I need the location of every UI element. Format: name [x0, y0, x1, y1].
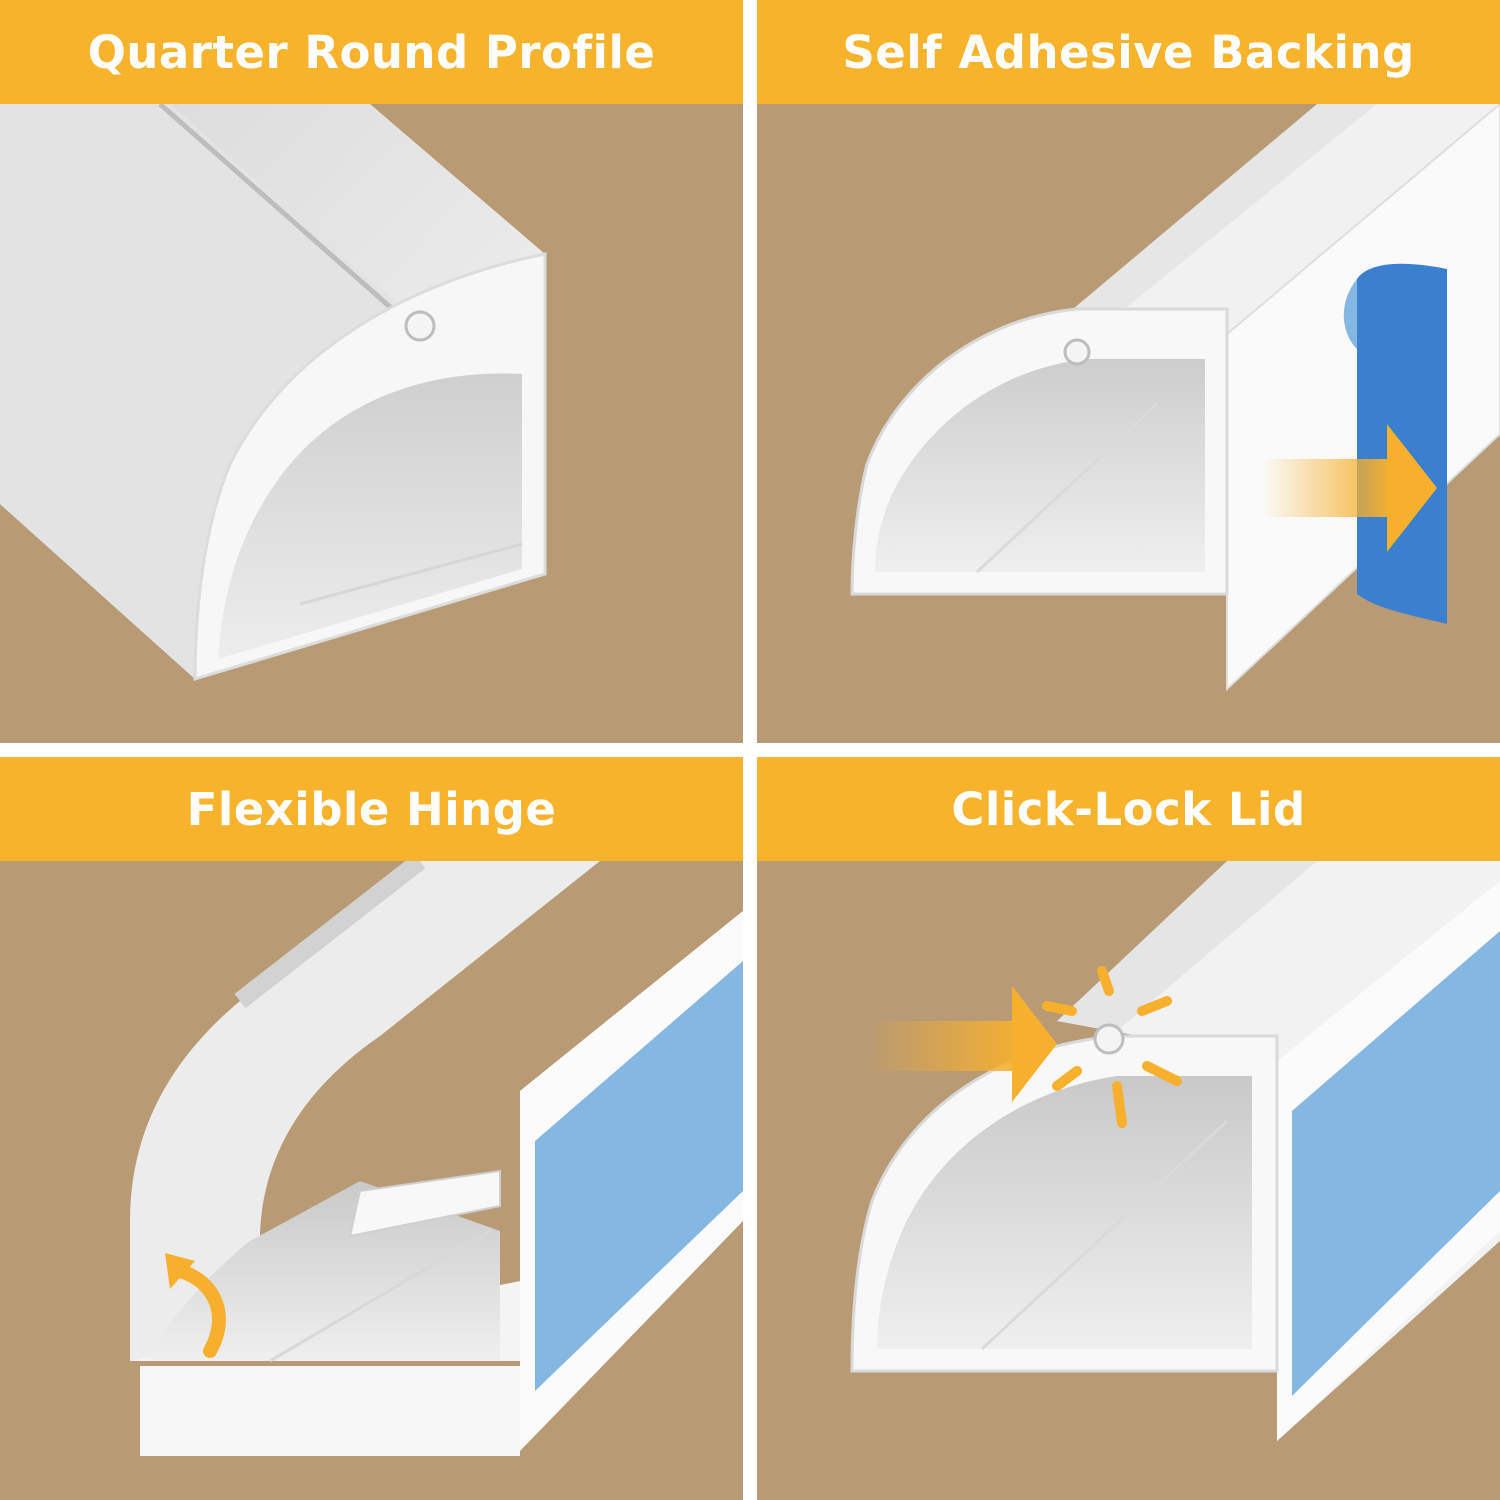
panel-title: Self Adhesive Backing [842, 25, 1415, 79]
panel-banner: Flexible Hinge [0, 757, 743, 861]
adhesive-duct-illustration [850, 104, 1500, 692]
panel-banner: Click-Lock Lid [757, 757, 1500, 861]
click-lock-duct-illustration [850, 861, 1500, 1441]
quarter-round-duct-illustration [0, 104, 547, 682]
flexible-hinge-duct-illustration [130, 861, 743, 1456]
panel-flexible-hinge: Flexible Hinge [0, 757, 743, 1500]
panel-banner: Self Adhesive Backing [757, 0, 1500, 104]
panel-self-adhesive-backing: Self Adhesive Backing [757, 0, 1500, 743]
panel-banner: Quarter Round Profile [0, 0, 743, 104]
panel-quarter-round-profile: Quarter Round Profile [0, 0, 743, 743]
panel-title: Flexible Hinge [186, 782, 557, 836]
panel-title: Click-Lock Lid [951, 782, 1306, 836]
panel-title: Quarter Round Profile [87, 25, 656, 79]
panel-click-lock-lid: Click-Lock Lid [757, 757, 1500, 1500]
